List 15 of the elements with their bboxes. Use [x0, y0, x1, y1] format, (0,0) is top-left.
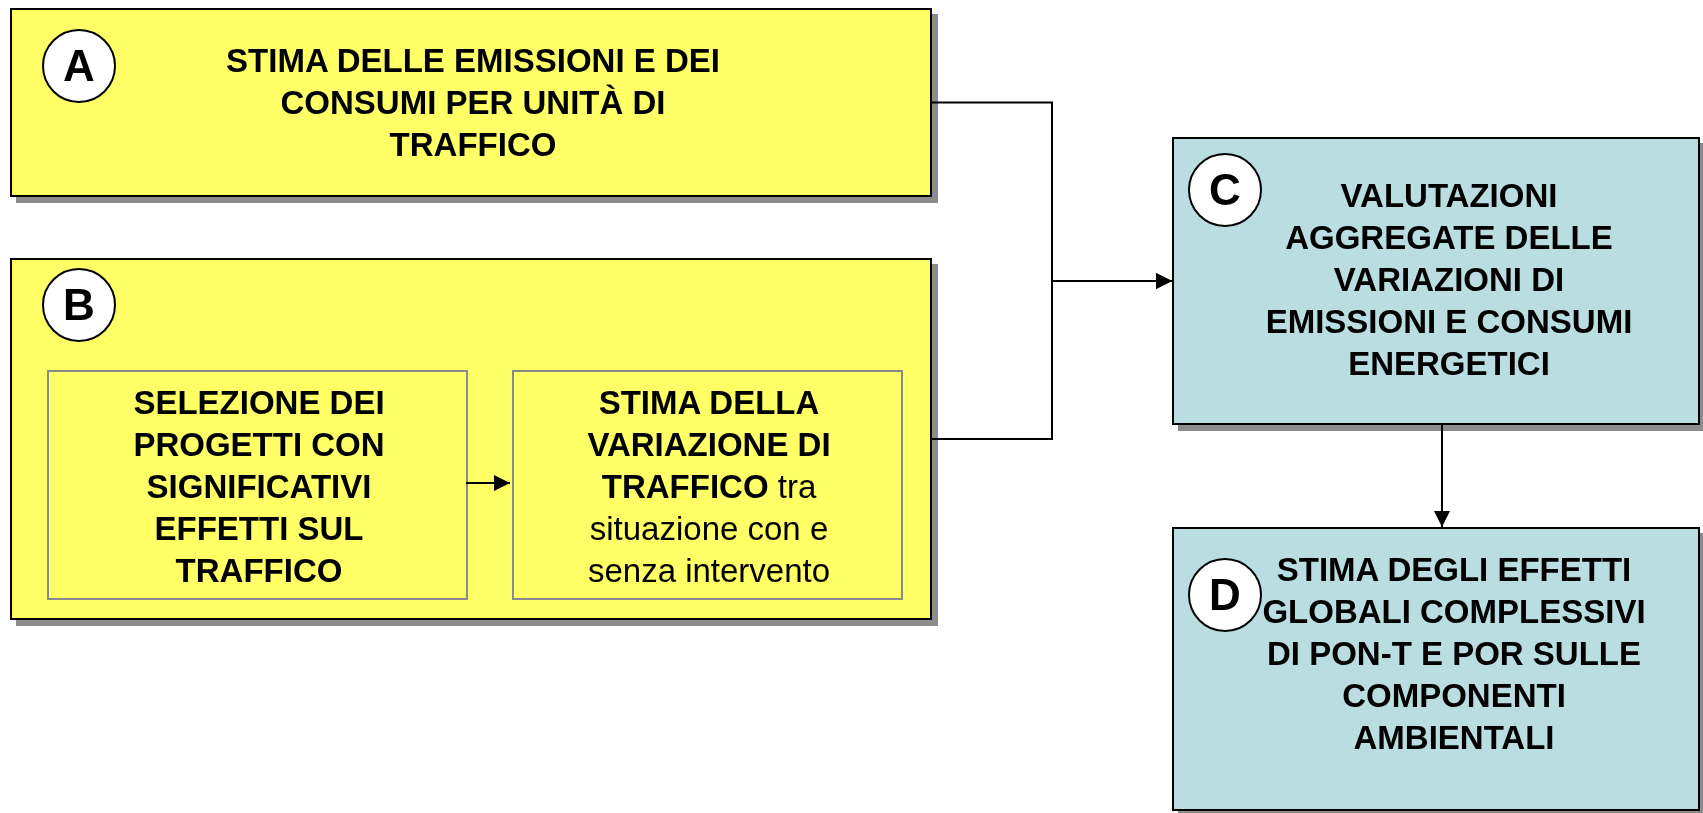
connector-arrow — [465, 475, 511, 491]
process-box — [1172, 527, 1700, 811]
process-box — [512, 370, 903, 600]
box-text: STIMA DELLE EMISSIONI E DEI CONSUMI PER UNITÀ DI TRAFFICO — [225, 41, 721, 165]
box-text: SELEZIONE DEI PROGETTI CON SIGNIFICATIVI EFFETTI SUL TRAFFICO — [132, 383, 386, 591]
process-box — [47, 370, 468, 600]
letter-circle: D — [1188, 558, 1262, 632]
box-text: STIMA DEGLI EFFETTI GLOBALI COMPLESSIVI DI PON-T E POR SULLE COMPONENTI AMBIENTALI — [1261, 550, 1647, 758]
box-text: STIMA DELLA VARIAZIONE DI TRAFFICO tra situazione con e senza intervento — [586, 383, 832, 591]
letter-circle: B — [42, 268, 116, 342]
letter-circle: A — [42, 29, 116, 103]
connector-arrow — [931, 273, 1173, 440]
connector-arrow — [1434, 424, 1450, 528]
box-text: VALUTAZIONI AGGREGATE DELLE VARIAZIONI DI EMISSIONI E CONSUMI ENERGETICI — [1264, 176, 1634, 384]
letter-circle: C — [1188, 153, 1262, 227]
